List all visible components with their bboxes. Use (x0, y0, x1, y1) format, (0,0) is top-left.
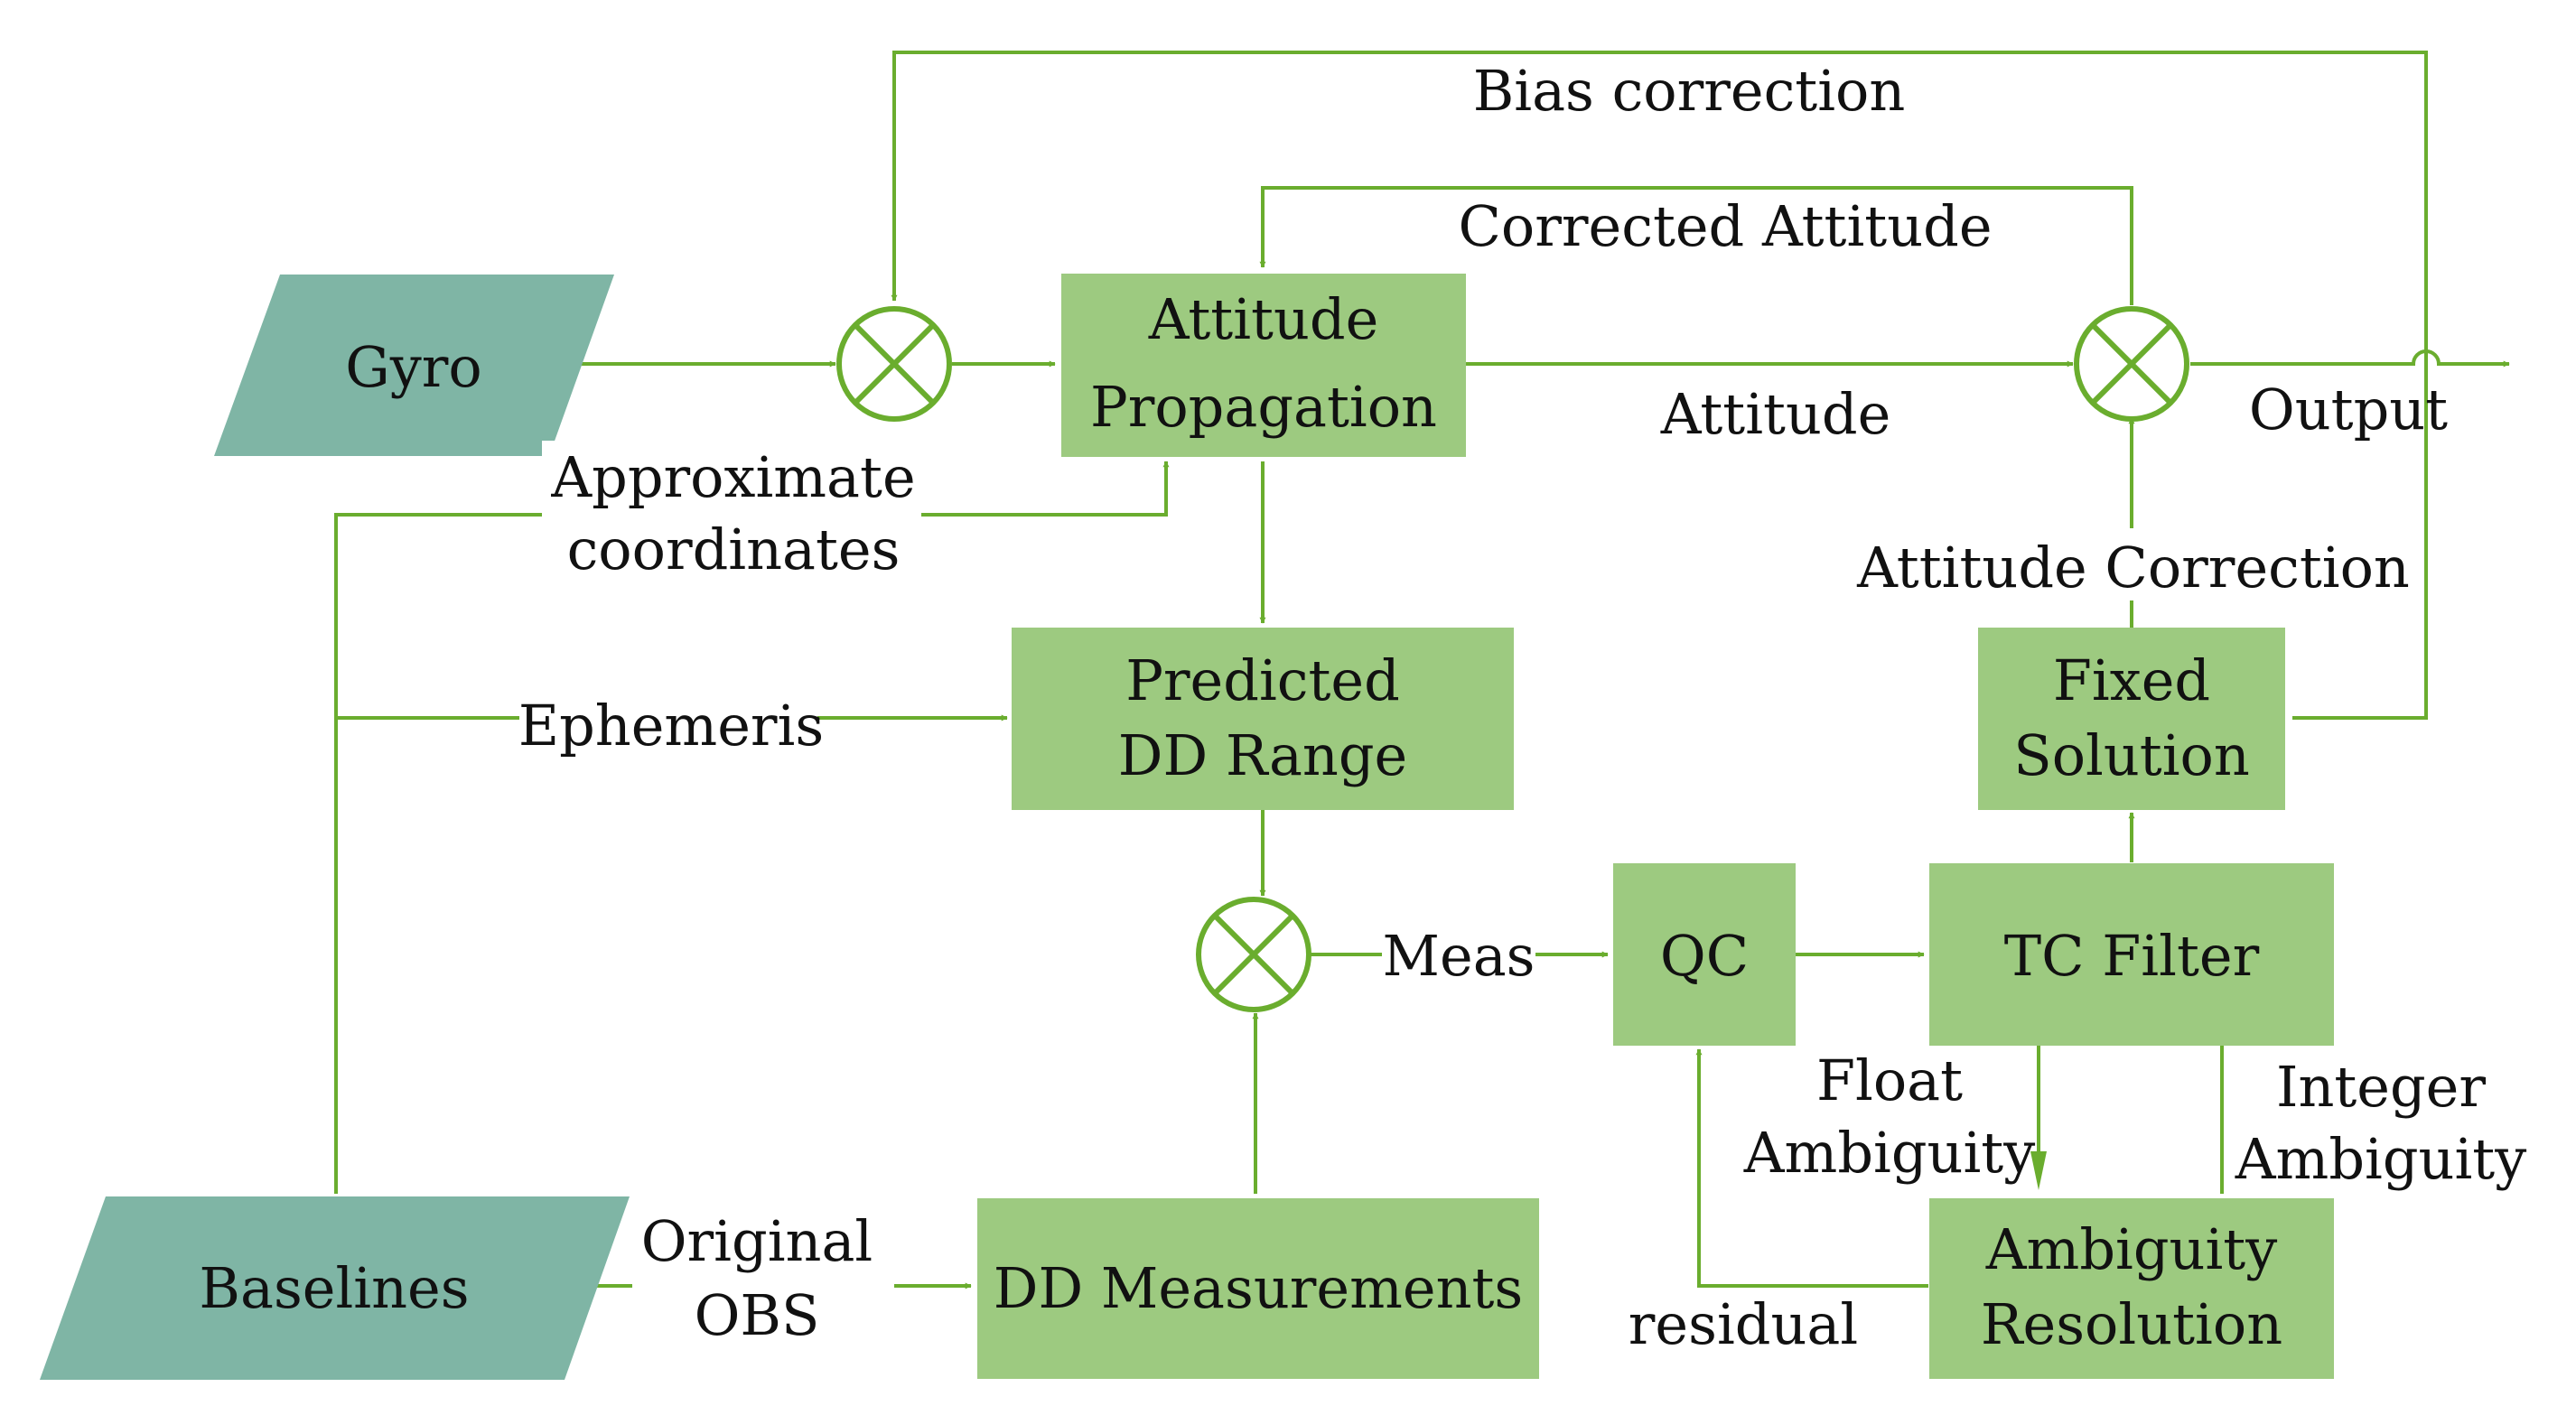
float-ambiguity-line2: Ambiguity (1743, 1120, 2035, 1186)
float-ambiguity-line1: Float (1816, 1047, 1963, 1113)
approximate-coordinates-line1: Approximate (550, 444, 915, 510)
baselines-label: Baselines (199, 1255, 469, 1321)
predicted-dd-range-line2: DD Range (1118, 722, 1408, 788)
sum-junction-attitude (2074, 306, 2189, 422)
tc-filter-label: TC Filter (2004, 923, 2260, 989)
sum-junction-gyro (836, 306, 952, 422)
output-label: Output (2249, 377, 2448, 442)
attitude-correction-label-bg (1861, 528, 2403, 600)
qc-node: QC (1613, 863, 1796, 1046)
gyro-label: Gyro (345, 334, 482, 400)
edge-output (2190, 349, 2510, 368)
edge-residual (1695, 1048, 1928, 1288)
fixed-solution-line2: Solution (2013, 722, 2250, 788)
integer-ambiguity-line2: Ambiguity (2235, 1126, 2526, 1192)
meas-label-bg (1382, 923, 1535, 986)
qc-label: QC (1660, 923, 1749, 989)
float-ambiguity-arrow-tip (2030, 1151, 2047, 1190)
ephemeris-label-bg (519, 686, 817, 759)
integer-ambiguity-line1: Integer (2276, 1054, 2486, 1120)
ambiguity-resolution-line1: Ambiguity (1985, 1216, 2277, 1282)
attitude-label: Attitude (1660, 381, 1891, 447)
attitude-propagation-line1: Attitude (1148, 286, 1379, 352)
baselines-node: Baselines (40, 1196, 630, 1380)
predicted-dd-range-line1: Predicted (1125, 647, 1400, 713)
attitude-propagation-node: Attitude Propagation (1061, 274, 1466, 457)
corrected-attitude-label: Corrected Attitude (1458, 193, 1992, 259)
ambiguity-resolution-node: Ambiguity Resolution (1929, 1198, 2334, 1379)
approximate-coordinates-line2: coordinates (567, 517, 901, 582)
tc-filter-node: TC Filter (1929, 863, 2334, 1046)
fixed-solution-node: Fixed Solution (1978, 628, 2285, 810)
approx-coords-label-bg (542, 441, 921, 576)
dd-measurements-label: DD Measurements (994, 1255, 1524, 1321)
original-obs-label-bg (632, 1201, 894, 1345)
attitude-propagation-line2: Propagation (1090, 374, 1437, 440)
dd-measurements-node: DD Measurements (977, 1198, 1539, 1379)
meas-label: Meas (1383, 923, 1535, 989)
residual-label: residual (1629, 1291, 1858, 1357)
predicted-dd-range-node: Predicted DD Range (1012, 628, 1514, 810)
sum-junction-measurements (1196, 897, 1311, 1012)
ephemeris-label: Ephemeris (518, 693, 824, 759)
fixed-solution-line1: Fixed (2053, 647, 2210, 713)
attitude-correction-label: Attitude Correction (1856, 535, 2410, 600)
original-obs-line2: OBS (695, 1282, 820, 1348)
bias-correction-label: Bias correction (1473, 58, 1906, 124)
ambiguity-resolution-line2: Resolution (1981, 1291, 2282, 1357)
edge-bias-correction (891, 51, 2428, 720)
edge-corrected-attitude (1259, 186, 2133, 305)
original-obs-line1: Original (641, 1208, 873, 1274)
gyro-node: Gyro (214, 275, 614, 456)
